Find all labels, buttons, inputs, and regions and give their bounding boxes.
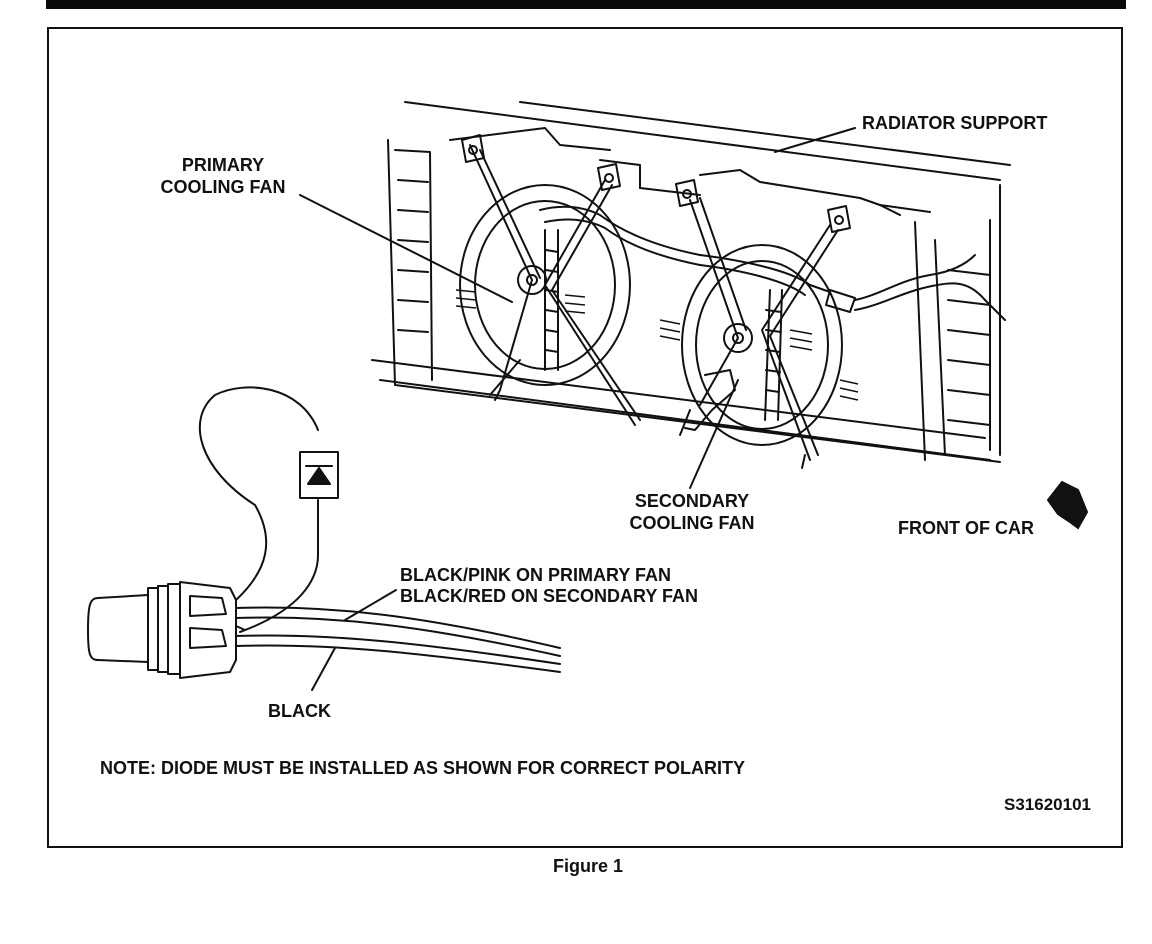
label-wire-red: BLACK/RED ON SECONDARY FAN	[400, 586, 699, 606]
label-front-of-car: FRONT OF CAR	[898, 518, 1034, 538]
secondary-cooling-fan	[675, 179, 1006, 469]
diode-symbol	[305, 465, 333, 485]
leader-primary-fan	[299, 194, 513, 303]
wire-harness	[235, 606, 561, 673]
diode-assembly	[198, 386, 339, 633]
primary-cooling-fan	[459, 134, 701, 426]
figure-code: S31620101	[1004, 795, 1091, 814]
polarity-note: NOTE: DIODE MUST BE INSTALLED AS SHOWN F…	[100, 758, 745, 778]
label-wire-black: BLACK	[268, 701, 331, 721]
label-primary-fan-line1: PRIMARY	[181, 155, 265, 175]
label-primary-fan-line2: COOLING FAN	[160, 177, 286, 197]
radiator-support	[371, 101, 1011, 463]
label-wire-pink: BLACK/PINK ON PRIMARY FAN	[400, 565, 672, 585]
figure-caption: Figure 1	[552, 856, 623, 876]
figure-frame	[47, 27, 1123, 848]
label-secondary-fan-line2: COOLING FAN	[629, 513, 755, 533]
header-rule	[46, 0, 1126, 9]
leader-secondary-fan	[689, 379, 739, 489]
wire-connector	[87, 581, 237, 679]
leader-radiator-support	[774, 127, 856, 153]
leader-wire-colored	[344, 589, 397, 621]
leader-wire-black	[311, 647, 336, 691]
front-of-car-arrow	[1046, 480, 1089, 530]
label-radiator-support: RADIATOR SUPPORT	[862, 113, 1048, 133]
shroud-texture	[455, 289, 859, 401]
label-secondary-fan-line1: SECONDARY	[634, 491, 750, 511]
